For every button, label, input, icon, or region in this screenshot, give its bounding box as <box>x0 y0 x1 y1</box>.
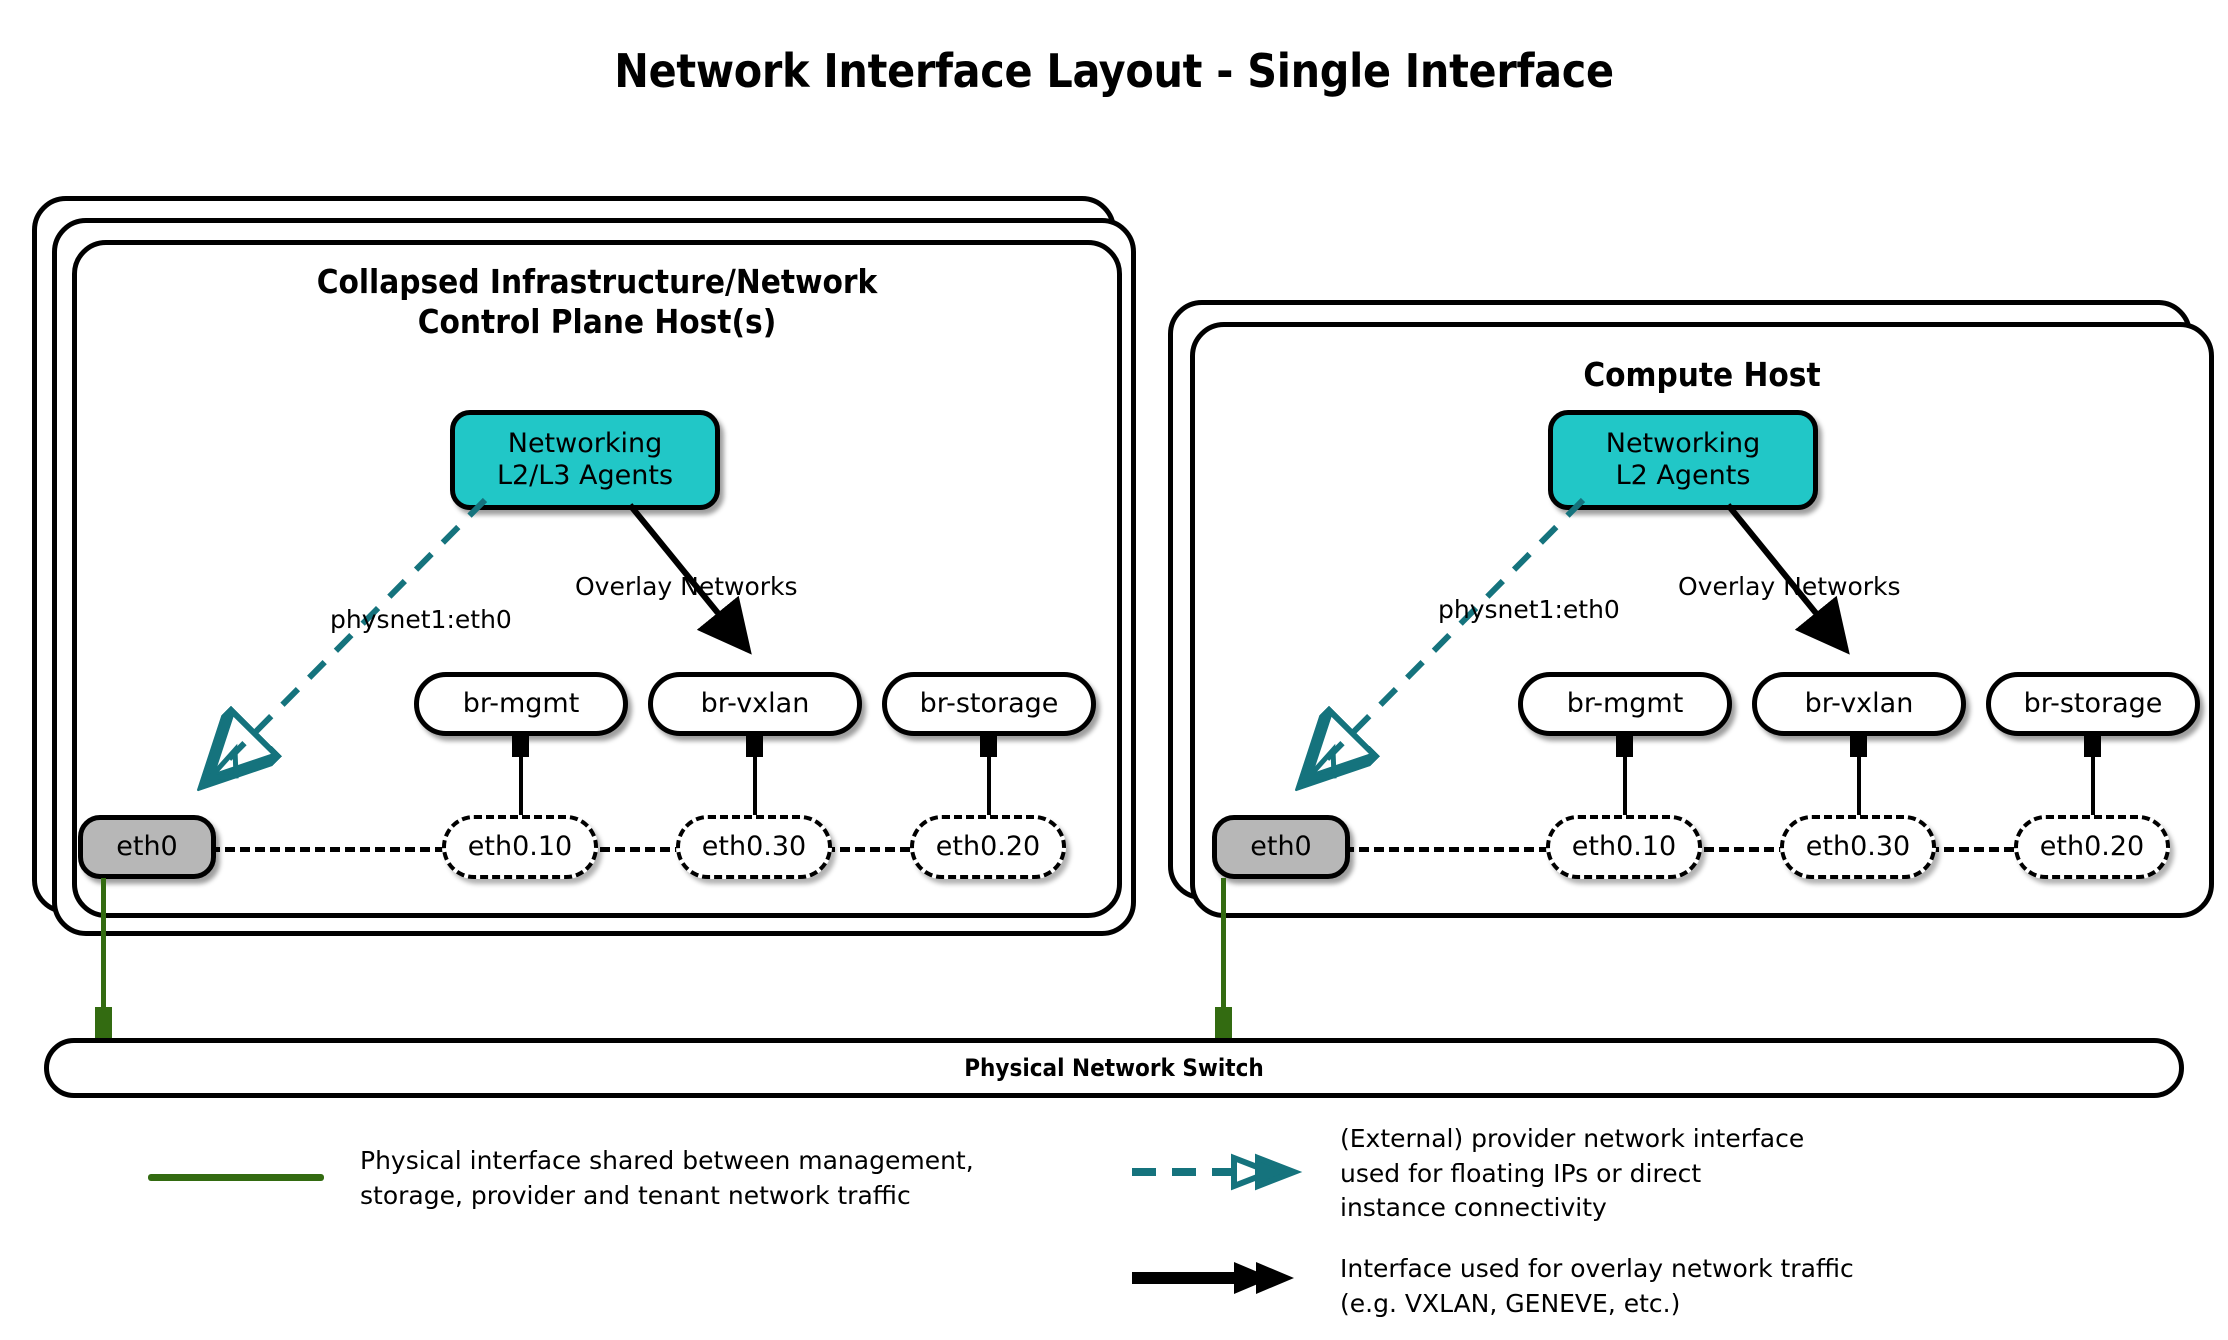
bridge-label: br-mgmt <box>462 687 580 719</box>
agent-label-line-1: Networking <box>507 427 663 459</box>
switch-port-compute <box>1215 1007 1232 1040</box>
vlan-label: eth0.10 <box>1571 830 1677 862</box>
vlan-eth0-30-control-plane[interactable]: eth0.30 <box>676 815 832 879</box>
vlan-label: eth0.30 <box>1805 830 1911 862</box>
vlan-eth0-10-compute[interactable]: eth0.10 <box>1546 815 1702 879</box>
provider-label-control-plane: physnet1:eth0 <box>330 605 512 634</box>
host-control-plane-card[interactable] <box>72 240 1122 918</box>
bridge-link-br-mgmt-compute <box>1623 733 1627 825</box>
physical-interface-eth0-compute[interactable]: eth0 <box>1212 815 1350 879</box>
switch-label: Physical Network Switch <box>964 1054 1264 1082</box>
provider-label-compute: physnet1:eth0 <box>1438 595 1620 624</box>
vlan-eth0-20-compute[interactable]: eth0.20 <box>2014 815 2170 879</box>
phys-iface-label: eth0 <box>116 830 178 862</box>
host-control-plane-title: Collapsed Infrastructure/Network Control… <box>72 262 1122 343</box>
bridge-br-mgmt-control-plane[interactable]: br-mgmt <box>414 672 628 736</box>
networking-agents-box-compute[interactable]: Networking L2 Agents <box>1548 410 1818 510</box>
host-title-line-1: Compute Host <box>1583 355 1821 394</box>
host-compute-title: Compute Host <box>1190 355 2214 395</box>
bridge-link-br-vxlan-compute <box>1857 733 1861 825</box>
trunk-link-control-plane <box>210 847 1060 852</box>
networking-agents-box-control-plane[interactable]: Networking L2/L3 Agents <box>450 410 720 510</box>
agent-label-line-2: L2/L3 Agents <box>496 460 674 491</box>
physical-network-switch[interactable]: Physical Network Switch <box>44 1038 2184 1098</box>
legend-overlay-text: Interface used for overlay network traff… <box>1340 1254 1854 1318</box>
bridge-label: br-vxlan <box>700 687 810 719</box>
overlay-label-control-plane: Overlay Networks <box>575 572 798 601</box>
bridge-br-vxlan-control-plane[interactable]: br-vxlan <box>648 672 862 736</box>
host-title-line-2: Control Plane Host(s) <box>417 302 777 342</box>
physical-interface-eth0-control-plane[interactable]: eth0 <box>78 815 216 879</box>
host-title-line-1: Collapsed Infrastructure/Network <box>316 262 878 301</box>
vlan-eth0-10-control-plane[interactable]: eth0.10 <box>442 815 598 879</box>
phys-iface-label: eth0 <box>1250 830 1312 862</box>
legend-physical-marker <box>148 1174 324 1181</box>
legend-overlay-marker <box>1132 1262 1294 1294</box>
bridge-link-br-mgmt-control-plane <box>519 733 523 825</box>
overlay-network-arrow-compute <box>1725 503 1850 655</box>
legend-provider-marker <box>1132 1153 1303 1191</box>
physical-link-control-plane <box>101 878 106 1023</box>
page-title: Network Interface Layout - Single Interf… <box>614 44 1614 98</box>
vlan-label: eth0.30 <box>701 830 807 862</box>
bridge-label: br-vxlan <box>1804 687 1914 719</box>
provider-network-arrow-compute <box>1238 497 1586 820</box>
vlan-eth0-30-compute[interactable]: eth0.30 <box>1780 815 1936 879</box>
provider-network-arrow-control-plane <box>140 497 488 820</box>
bridge-br-storage-control-plane[interactable]: br-storage <box>882 672 1096 736</box>
overlay-label-compute: Overlay Networks <box>1678 572 1901 601</box>
trunk-link-compute <box>1314 847 2164 852</box>
agent-label-line-2: L2 Agents <box>1615 460 1751 491</box>
overlay-network-arrow-control-plane <box>627 503 752 655</box>
bridge-label: br-storage <box>2023 687 2163 719</box>
legend-provider-text: (External) provider network interface us… <box>1340 1124 1805 1222</box>
vlan-label: eth0.20 <box>2039 830 2145 862</box>
bridge-link-br-vxlan-control-plane <box>753 733 757 825</box>
bridge-label: br-mgmt <box>1566 687 1684 719</box>
vlan-eth0-20-control-plane[interactable]: eth0.20 <box>910 815 1066 879</box>
bridge-link-br-storage-control-plane <box>987 733 991 825</box>
vlan-label: eth0.20 <box>935 830 1041 862</box>
bridge-link-br-storage-compute <box>2091 733 2095 825</box>
physical-link-compute <box>1221 878 1226 1023</box>
legend-physical-text: Physical interface shared between manage… <box>360 1146 974 1210</box>
bridge-label: br-storage <box>919 687 1059 719</box>
bridge-br-mgmt-compute[interactable]: br-mgmt <box>1518 672 1732 736</box>
vlan-label: eth0.10 <box>467 830 573 862</box>
bridge-br-vxlan-compute[interactable]: br-vxlan <box>1752 672 1966 736</box>
switch-port-control-plane <box>95 1007 112 1040</box>
bridge-br-storage-compute[interactable]: br-storage <box>1986 672 2200 736</box>
agent-label-line-1: Networking <box>1605 427 1761 459</box>
